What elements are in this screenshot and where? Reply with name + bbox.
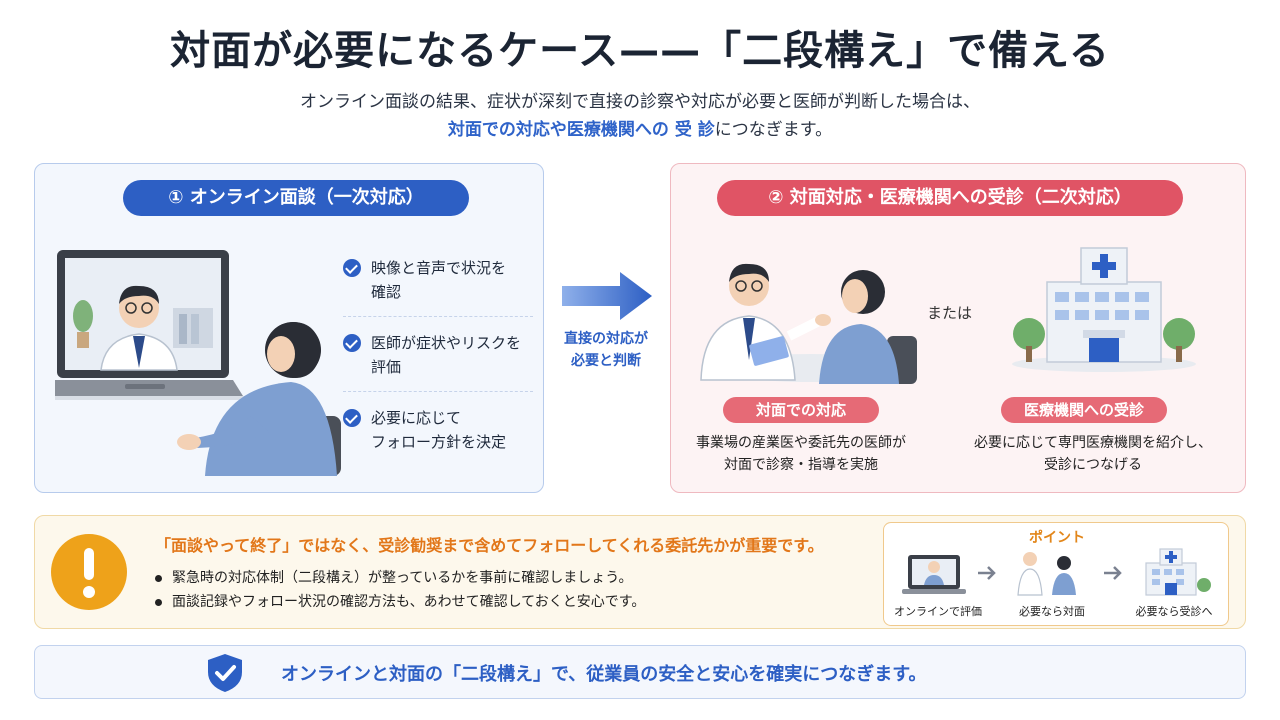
tree-icon (1163, 318, 1195, 350)
point-title: ポイント (1029, 530, 1085, 546)
inperson-badge: ② 対面対応・医療機関への受診（二次対応） (717, 180, 1183, 216)
face-to-face-description: 事業場の産業医や委託先の医師が 対面で診察・指導を実施 (681, 432, 921, 476)
point-flow-illustration (902, 548, 1211, 596)
check-circle-icon (343, 259, 361, 277)
check-item: 必要に応じてフォロー方針を決定 (343, 391, 533, 466)
warning-headline: 「面談やって終了」ではなく、受診勧奨まで含めてフォローしてくれる委託先かが重要で… (155, 536, 824, 555)
point-box: ポイント オンラインで評価 必要なら対面 (883, 522, 1229, 626)
warning-bullet: 緊急時の対応体制（二段構え）が整っているかを事前に確認しましょう。 (155, 566, 645, 590)
warning-bullet: 面談記録やフォロー状況の確認方法も、あわせて確認しておくと安心です。 (155, 590, 645, 614)
point-step-label: 必要なら受診へ (1135, 605, 1213, 618)
warning-box: 「面談やって終了」ではなく、受診勧奨まで含めてフォローしてくれる委託先かが重要で… (34, 515, 1246, 629)
desc-line: 事業場の産業医や委託先の医師が (696, 435, 906, 451)
intro-line-2: 対面での対応や医療機関への 受 診につなぎます。 (0, 116, 1280, 144)
online-checklist: 映像と音声で状況を確認 医師が症状やリスクを評価 必要に応じてフォロー方針を決定 (343, 250, 533, 466)
patient-icon (1057, 556, 1071, 570)
face-to-face-illustration (700, 263, 917, 384)
patient-icon (819, 324, 899, 384)
desc-line: 受診につなげる (1044, 457, 1142, 473)
check-circle-icon (343, 334, 361, 352)
check-circle-icon (343, 409, 361, 427)
intro-highlight: 対面での対応や医療機関への 受 診 (447, 120, 715, 140)
check-line: フォロー方針を決定 (371, 433, 507, 451)
plant-icon (73, 300, 93, 332)
online-badge: ① オンライン面談（一次対応） (123, 180, 469, 216)
check-item: 医師が症状やリスクを評価 (343, 316, 533, 391)
online-panel: ① オンライン面談（一次対応） 映像と音声で状況を確 (34, 163, 544, 493)
intro-text: オンライン面談の結果、症状が深刻で直接の診察や対応が必要と医師が判断した場合は、… (0, 88, 1280, 144)
check-line: 評価 (371, 358, 402, 376)
footer-banner: オンラインと対面の「二段構え」で、従業員の安全と安心を確実につなぎます。 (34, 645, 1246, 699)
check-line: 必要に応じて (371, 409, 462, 427)
bullet-icon (155, 598, 162, 606)
warning-list: 緊急時の対応体制（二段構え）が整っているかを事前に確認しましょう。 面談記録やフ… (155, 566, 645, 614)
tree-icon (1197, 578, 1211, 592)
or-label: または (927, 304, 973, 322)
hospital-illustration (1012, 247, 1196, 372)
tree-icon (1013, 318, 1045, 350)
intro-line-1: オンライン面談の結果、症状が深刻で直接の診察や対応が必要と医師が判断した場合は、 (300, 92, 980, 112)
arrow-right-icon (1104, 566, 1122, 580)
point-step-label: 必要なら対面 (1019, 605, 1085, 618)
check-line: 医師が症状やリスクを (371, 334, 522, 352)
hospital-visit-description: 必要に応じて専門医療機関を紹介し、 受診につなげる (957, 432, 1229, 476)
check-line: 確認 (371, 283, 402, 301)
check-item: 映像と音声で状況を確認 (343, 250, 533, 316)
point-step-label: オンラインで評価 (894, 605, 982, 618)
warning-bullet-text: 面談記録やフォロー状況の確認方法も、あわせて確認しておくと安心です。 (172, 594, 646, 610)
face-to-face-tag: 対面での対応 (723, 397, 879, 423)
exclamation-icon (51, 534, 127, 610)
online-consultation-illustration (55, 250, 341, 476)
bullet-icon (155, 574, 162, 582)
doctor-icon (1023, 552, 1037, 566)
shield-check-icon (208, 654, 242, 692)
arrow-right-icon (562, 272, 652, 320)
intro-line-2-rest: につなぎます。 (714, 120, 833, 140)
desc-line: 対面で診察・指導を実施 (724, 457, 878, 473)
desc-line: 必要に応じて専門医療機関を紹介し、 (974, 435, 1212, 451)
check-line: 映像と音声で状況を (371, 259, 507, 277)
arrow-right-icon (978, 566, 996, 580)
footer-message: オンラインと対面の「二段構え」で、従業員の安全と安心を確実につなぎます。 (281, 664, 927, 685)
transition-line: 直接の対応が (564, 331, 648, 347)
transition-line: 必要と判断 (571, 353, 641, 369)
inperson-panel: ② 対面対応・医療機関への受診（二次対応） または (670, 163, 1246, 493)
warning-bullet-text: 緊急時の対応体制（二段構え）が整っているかを事前に確認しましょう。 (172, 570, 633, 586)
page-title: 対面が必要になるケース——「二段構え」で備える (170, 28, 1110, 74)
transition-label: 直接の対応が 必要と判断 (548, 328, 664, 372)
hospital-visit-tag: 医療機関への受診 (1001, 397, 1167, 423)
patient-icon (205, 382, 337, 476)
clipboard-icon (749, 336, 789, 366)
